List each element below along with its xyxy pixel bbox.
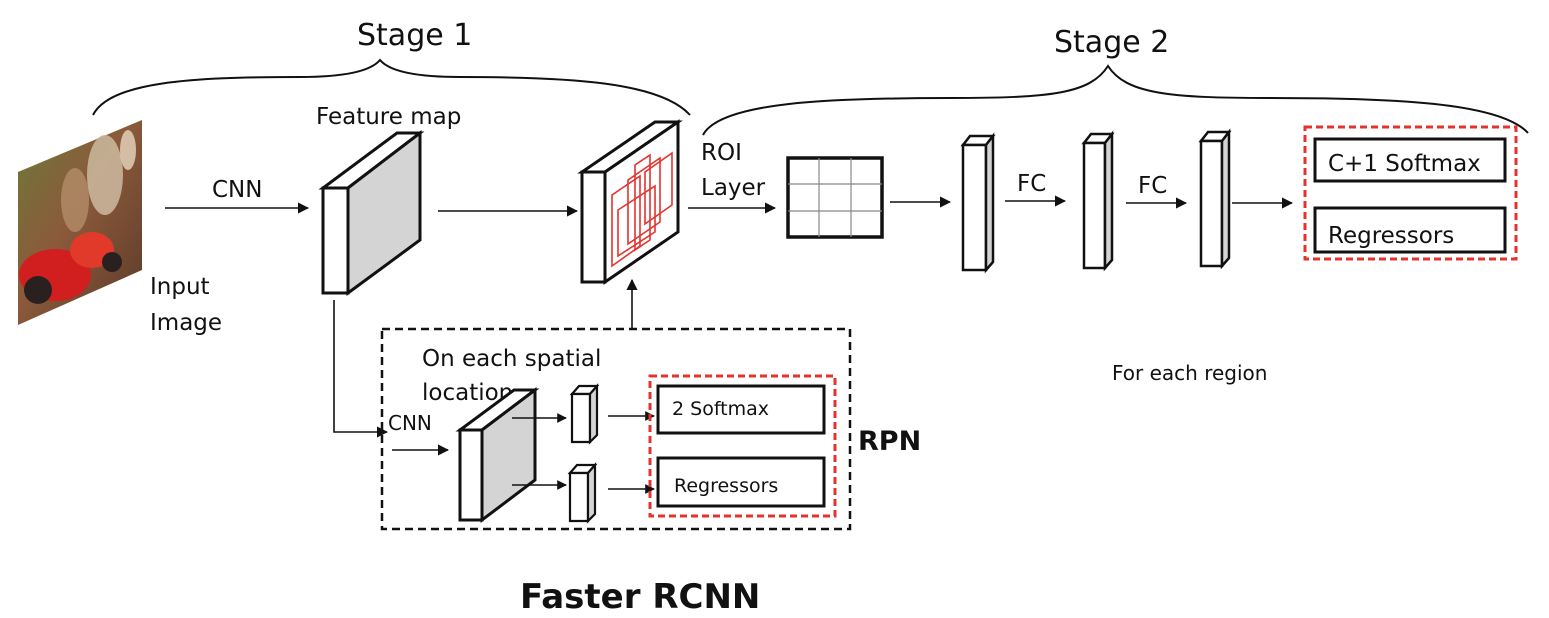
for-each-region-label: For each region bbox=[1112, 361, 1267, 385]
rpn-heads-dashed-box bbox=[648, 374, 837, 518]
roi-layer-label: ROI bbox=[701, 140, 742, 166]
input-image-label: Image bbox=[150, 310, 222, 336]
rpn-regressors-box bbox=[656, 456, 826, 508]
rpn-reg-bar bbox=[567, 462, 598, 524]
rpn-softmax-label: 2 Softmax bbox=[672, 398, 769, 420]
fc-layer-bar bbox=[960, 132, 996, 274]
rpn-spatial-label: On each spatial bbox=[422, 346, 601, 372]
fc-label: FC bbox=[1138, 173, 1167, 199]
c1-softmax-box bbox=[1313, 137, 1507, 183]
rpn-cnn-label: CNN bbox=[388, 411, 432, 435]
regressors-box bbox=[1313, 206, 1507, 254]
cnn-label: CNN bbox=[212, 177, 262, 203]
stage2-brace bbox=[702, 64, 1529, 136]
roi-pooling-grid bbox=[786, 156, 884, 239]
roi-layer-label: Layer bbox=[701, 175, 766, 201]
rpn-cls-bar bbox=[569, 383, 600, 445]
fc-layer-bar bbox=[1198, 128, 1232, 270]
feature-map-block bbox=[318, 129, 425, 296]
stage2-heads-dashed-box bbox=[1303, 125, 1518, 261]
rpn-regressors-label: Regressors bbox=[674, 475, 778, 497]
arrow-featuremap-to-rpn bbox=[333, 300, 389, 438]
fc-label: FC bbox=[1017, 171, 1046, 197]
feature-map-label: Feature map bbox=[316, 104, 461, 130]
rpn-conv-block bbox=[455, 386, 540, 524]
region-proposal-boxes bbox=[611, 151, 673, 268]
fc-layer-bar bbox=[1081, 130, 1115, 272]
stage1-brace bbox=[92, 58, 691, 116]
rpn-softmax-box bbox=[656, 384, 826, 435]
input-image-label: Input bbox=[150, 274, 210, 300]
stage2-label: Stage 2 bbox=[1054, 25, 1169, 60]
diagram-title: Faster RCNN bbox=[520, 577, 760, 617]
regressors-label: Regressors bbox=[1328, 223, 1454, 249]
rpn-label: RPN bbox=[858, 426, 921, 457]
input-image bbox=[18, 120, 142, 325]
c1-softmax-label: C+1 Softmax bbox=[1328, 151, 1481, 177]
proposal-feature-map-block bbox=[577, 119, 683, 285]
stage1-label: Stage 1 bbox=[357, 18, 472, 53]
